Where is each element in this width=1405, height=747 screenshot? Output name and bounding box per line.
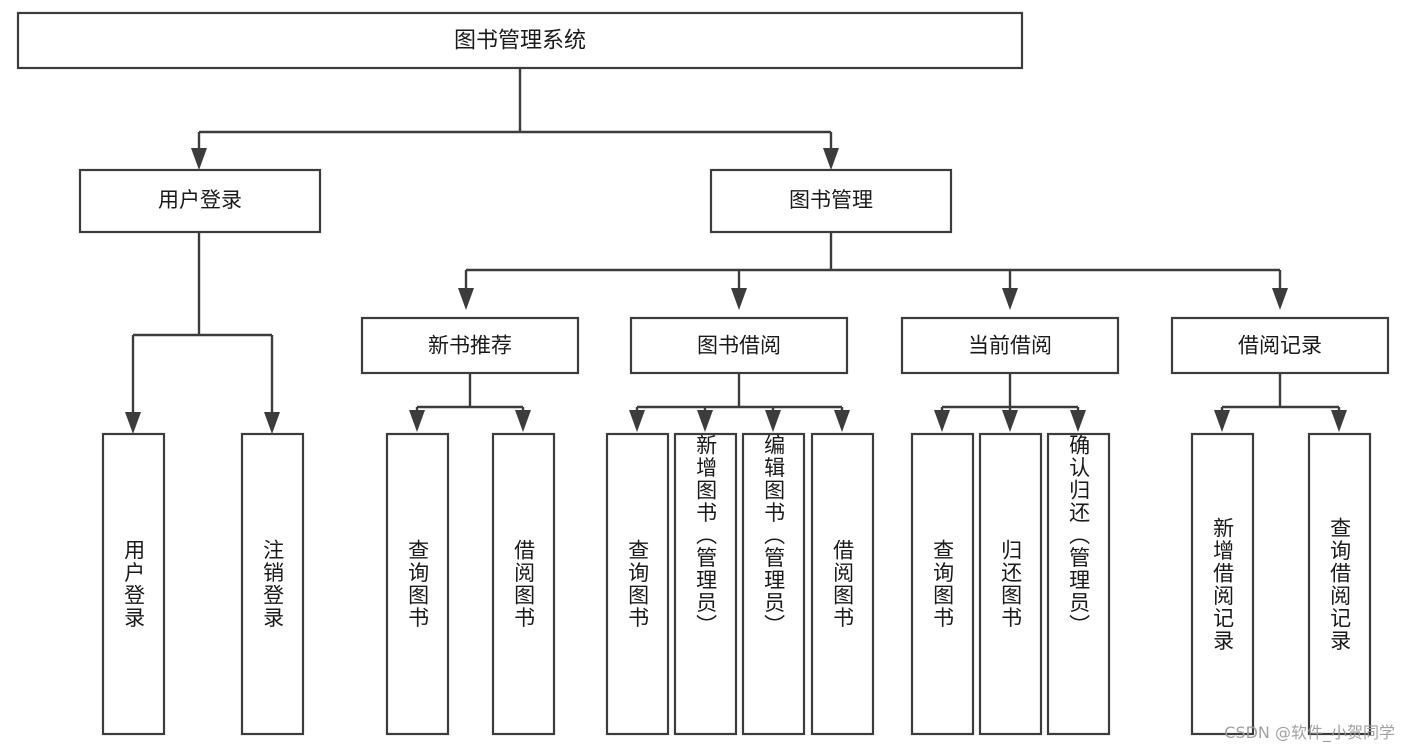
node-book-borrow-box[interactable] [629, 316, 849, 375]
arrow-icon-bookborrow-leaf-1 [629, 410, 645, 432]
leaf-box-book-borrow-4[interactable] [810, 432, 875, 736]
node-root-label: 图书管理系统 [454, 29, 586, 54]
arrow-icon-borrowrecord-leaf-1 [1214, 410, 1230, 432]
leaf-box-book-borrow-2[interactable] [673, 432, 738, 736]
leaf-box-borrow-record-1[interactable] [1190, 432, 1255, 736]
leaf-box-user-login-2[interactable] [240, 432, 305, 736]
node-book-borrow-label: 图书借阅 [697, 334, 781, 358]
connector-layer [125, 68, 1347, 434]
leaf-box-borrow-record-2[interactable] [1307, 432, 1372, 736]
leaf-box-new-book-rec-2[interactable] [491, 432, 556, 736]
arrow-icon-to-book-borrow [731, 288, 747, 310]
node-current-borrow-box[interactable] [900, 316, 1120, 375]
node-user-login-box[interactable] [78, 168, 322, 234]
arrow-icon-to-book-manage [823, 148, 839, 170]
arrow-icon-currentborrow-leaf-3 [1070, 410, 1086, 432]
leaf-box-new-book-rec-1[interactable] [385, 432, 450, 736]
arrow-icon-to-user-login [191, 148, 207, 170]
arrow-icon-bookborrow-leaf-3 [765, 410, 781, 432]
arrow-icon-currentborrow-leaf-1 [934, 410, 950, 432]
node-user-login-label: 用户登录 [158, 188, 242, 212]
leaf-box-current-borrow-2[interactable] [978, 432, 1043, 736]
node-book-manage-label: 图书管理 [789, 188, 873, 212]
csdn-watermark: CSDN @软件_小贺同学 [1224, 723, 1395, 742]
arrow-icon-bookborrow-leaf-4 [834, 410, 850, 432]
node-root[interactable]: 图书管理系统 [16, 11, 1024, 70]
node-user-login[interactable]: 用户登录 [78, 168, 322, 234]
leaf-box-layer [101, 432, 1372, 736]
node-root-box[interactable] [16, 11, 1024, 70]
node-current-borrow[interactable]: 当前借阅 [900, 316, 1120, 375]
node-current-borrow-label: 当前借阅 [968, 334, 1052, 358]
leaf-box-user-login-1[interactable] [101, 432, 166, 736]
arrow-icon-to-new-book-rec [458, 288, 474, 310]
arrow-icon-userlogin-leaf-1 [125, 412, 141, 434]
node-new-book-rec-label: 新书推荐 [428, 334, 512, 358]
leaf-box-current-borrow-3[interactable] [1046, 432, 1111, 736]
leaf-box-book-borrow-1[interactable] [605, 432, 670, 736]
arrow-icon-newbook-leaf-2 [515, 410, 531, 432]
node-book-manage[interactable]: 图书管理 [709, 168, 953, 234]
node-new-book-rec[interactable]: 新书推荐 [360, 316, 580, 375]
node-borrow-record-box[interactable] [1170, 316, 1390, 375]
arrow-icon-to-current-borrow [1002, 288, 1018, 310]
arrow-icon-borrowrecord-leaf-2 [1331, 410, 1347, 432]
node-book-manage-box[interactable] [709, 168, 953, 234]
arrow-icon-bookborrow-leaf-2 [697, 410, 713, 432]
arrow-icon-currentborrow-leaf-2 [1002, 410, 1018, 432]
leaf-box-current-borrow-1[interactable] [910, 432, 975, 736]
node-book-borrow[interactable]: 图书借阅 [629, 316, 849, 375]
node-new-book-rec-box[interactable] [360, 316, 580, 375]
node-borrow-record-label: 借阅记录 [1238, 334, 1322, 358]
arrow-icon-to-borrow-record [1272, 288, 1288, 310]
leaf-box-book-borrow-3[interactable] [741, 432, 806, 736]
node-borrow-record[interactable]: 借阅记录 [1170, 316, 1390, 375]
arrow-icon-newbook-leaf-1 [409, 410, 425, 432]
arrow-icon-userlogin-leaf-2 [264, 412, 280, 434]
